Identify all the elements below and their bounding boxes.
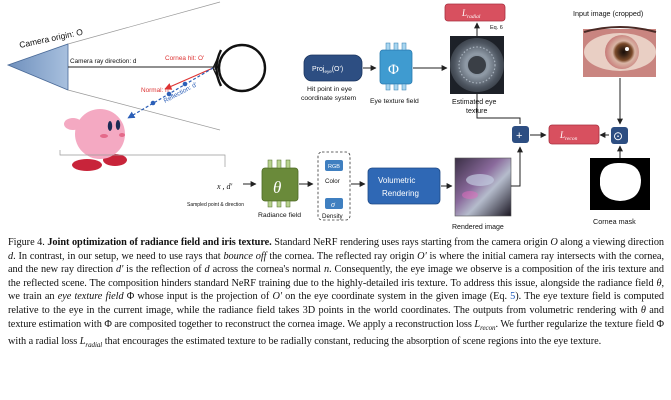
cornea-hit-label: Cornea hit: O' <box>165 55 204 62</box>
figure-caption: Figure 4. Joint optimization of radiance… <box>8 237 665 350</box>
radiance-field-label: Radiance field <box>258 212 301 219</box>
sampled-point-label: Sampled point & direction <box>187 202 244 208</box>
eyeball-diagram <box>212 43 267 93</box>
figure-number: Figure 4. <box>8 237 45 248</box>
mask-multiply-node <box>611 127 628 144</box>
rendered-image <box>454 157 512 217</box>
theta-symbol: θ <box>273 178 281 197</box>
cornea-mask-image <box>590 158 650 210</box>
recon-loss-label: Lrecon <box>559 130 578 142</box>
projection-box <box>303 54 363 82</box>
sigma-label: σ <box>331 200 336 209</box>
odot-symbol: ⊙ <box>613 129 623 143</box>
input-eye-image <box>583 26 657 77</box>
radial-loss-label: Lradial <box>461 8 481 20</box>
radiance-field-box <box>261 159 299 208</box>
equation-link[interactable]: 5 <box>510 291 516 303</box>
rendered-image-label: Rendered image <box>452 224 504 231</box>
reflection-ray <box>127 67 214 119</box>
radial-loss-box <box>444 3 506 22</box>
eq-ref-label: Eq. 6 <box>490 25 503 31</box>
input-image-label: Input image (cropped) <box>573 9 643 18</box>
normal-arrow <box>164 67 214 90</box>
sampled-point-symbol: x , d' <box>216 182 233 191</box>
estimated-texture-label-1: Estimated eye <box>452 99 496 106</box>
volumetric-rendering-label-1: Volumetric <box>378 176 415 185</box>
estimated-eye-texture-image <box>450 36 504 94</box>
camera-origin-label: Camera origin: O <box>18 27 84 50</box>
normal-label: Normal: n <box>141 87 169 94</box>
eye-texture-field-label: Eye texture field <box>370 98 419 105</box>
scene-object-character <box>64 109 127 171</box>
color-label: Color <box>325 178 340 185</box>
hit-point-caption-1: Hit point in eye <box>307 86 352 93</box>
color-density-outputs <box>317 151 351 221</box>
volumetric-rendering-label-2: Rendering <box>382 189 419 198</box>
eye-texture-field-box <box>379 42 413 91</box>
plus-symbol: + <box>516 130 522 142</box>
cornea-mask-label: Cornea mask <box>593 217 636 226</box>
camera-ray-label: Camera ray direction: d <box>70 58 137 65</box>
composite-plus-node <box>512 126 529 143</box>
rgb-label: RGB <box>328 164 340 170</box>
density-label: Density <box>322 213 344 220</box>
caption-title: Joint optimization of radiance field and… <box>47 237 272 248</box>
camera-frustum <box>6 1 221 131</box>
recon-loss-box <box>548 124 600 145</box>
method-diagram: Camera origin: O Camera ray direction: d… <box>6 1 657 231</box>
projection-label: Projeye(O') <box>312 66 343 74</box>
phi-symbol: Φ <box>388 62 399 78</box>
hit-point-caption-2: coordinate system <box>301 95 356 102</box>
volumetric-rendering-box <box>367 167 441 205</box>
